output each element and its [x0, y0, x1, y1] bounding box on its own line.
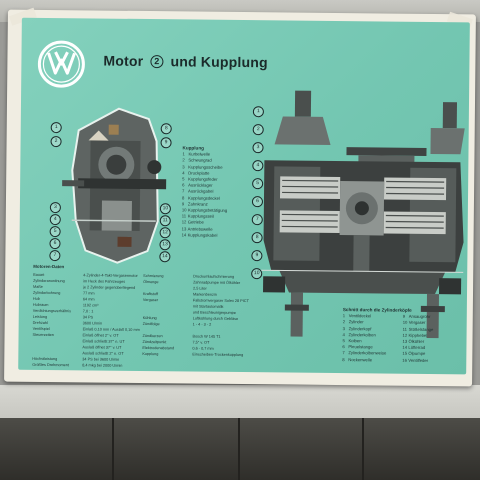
right-callouts: 1 2 3 4 5 6 7 8 9 10: [22, 18, 470, 280]
data-cell: 8,4 mkg bei 2000 U/min: [82, 363, 123, 368]
data-cell: [192, 364, 252, 371]
title-left: Motor: [103, 52, 144, 69]
engine-cross-section: [261, 90, 465, 339]
clutch-diagram: [62, 107, 167, 264]
poster-panel: Motor 2 und Kupplung 1 2 3 4 5 6: [18, 17, 470, 375]
poster: Motor 2 und Kupplung 1 2 3 4 5 6: [4, 7, 476, 387]
poster-title: Motor 2 und Kupplung: [103, 53, 268, 71]
left-callouts: 1 2 3 4 5 6 7 8 9 10 11 12 13 14: [22, 18, 470, 263]
legend-item: 14Kupplungskabel: [181, 232, 218, 238]
wooden-fence: [0, 418, 480, 480]
data-cell: [142, 363, 192, 370]
title-right: und Kupplung: [170, 53, 268, 71]
data-cell: Größtes Drehmoment: [32, 362, 69, 368]
title-number: 2: [150, 55, 164, 69]
vw-logo-icon: [37, 40, 85, 88]
